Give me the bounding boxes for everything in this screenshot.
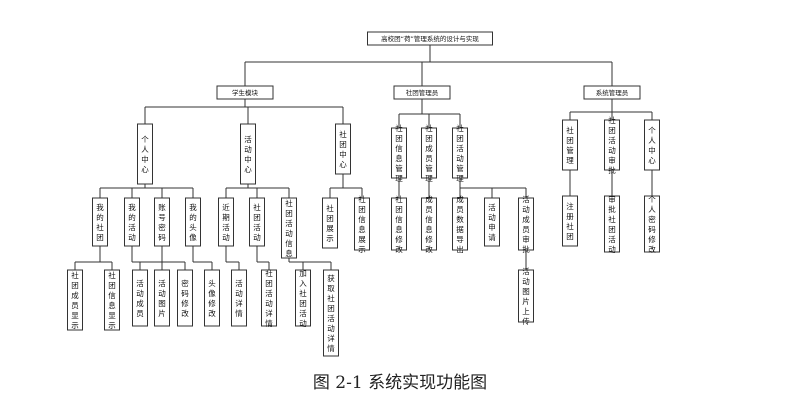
root-node: 高校团“荷”管理系统的设计与实现 [367, 31, 493, 46]
module-student: 学生模块 [216, 85, 274, 100]
item-node-label: 成员信息修改 [425, 194, 433, 254]
item-node: 我的活动 [124, 197, 140, 247]
group-node: 社团活动管理 [452, 123, 468, 183]
leaf-node-label: 头像修改 [208, 278, 216, 318]
leaf-node-label: 社团成员显示 [71, 270, 79, 330]
item-node: 我的头像 [185, 197, 201, 247]
leaf-node: 活动图片上传 [518, 266, 534, 326]
item-node: 社团信息修改 [391, 194, 407, 254]
group-node: 社团活动审批 [604, 115, 620, 175]
group-personal-center-label: 个人中心 [141, 135, 149, 174]
leaf-node-label: 加入社团活动 [299, 268, 307, 328]
item-node-label: 账号密码 [158, 203, 166, 242]
item-node-label: 成员数据导出 [456, 194, 464, 254]
leaf-node-label: 活动图片 [158, 278, 166, 318]
item-node: 社团展示 [322, 197, 338, 249]
module-student-label: 学生模块 [232, 88, 259, 97]
item-node-label: 活动申请 [488, 202, 496, 242]
figure-caption: 图 2-1 系统实现功能图 [312, 373, 488, 393]
item-node: 我的社团 [92, 197, 108, 247]
item-node: 近期活动 [218, 197, 234, 247]
module-club-admin-label: 社团管理员 [406, 88, 439, 97]
group-node: 社团管理 [562, 119, 578, 171]
leaf-node: 加入社团活动 [295, 268, 311, 328]
leaf-node: 社团信息显示 [104, 269, 120, 331]
leaf-node-label: 活动成员 [136, 278, 144, 318]
leaf-node-label: 活动详情 [235, 278, 243, 318]
leaf-node-label: 社团信息显示 [108, 270, 116, 330]
group-club-center-label: 社团中心 [339, 129, 347, 169]
item-node-label: 近期活动 [222, 202, 230, 242]
leaf-node: 社团成员显示 [67, 269, 83, 331]
item-node: 活动成员审批 [518, 194, 534, 254]
group-node: 社团成员管理 [421, 123, 437, 183]
item-node: 成员数据导出 [452, 194, 468, 254]
leaf-node: 头像修改 [204, 269, 220, 327]
item-node-label: 我的头像 [189, 202, 197, 242]
leaf-node: 密码修改 [177, 269, 193, 327]
leaf-node-label: 活动图片上传 [522, 266, 530, 326]
group-club-center: 社团中心 [335, 123, 351, 175]
leaf-node: 社团活动详情 [261, 268, 277, 328]
leaf-node: 活动详情 [231, 269, 247, 327]
module-system-admin: 系统管理员 [583, 85, 641, 100]
module-system-admin-label: 系统管理员 [596, 88, 629, 97]
item-node-label: 社团展示 [326, 203, 334, 243]
item-node-label: 审批社团活动 [608, 194, 616, 254]
leaf-node-label: 密码修改 [181, 278, 189, 318]
item-node: 社团活动 [249, 197, 265, 247]
root-node-label: 高校团“荷”管理系统的设计与实现 [381, 34, 479, 43]
item-node-label: 活动成员审批 [522, 194, 530, 254]
group-node-label: 社团管理 [566, 125, 574, 165]
group-node: 社团信息管理 [391, 123, 407, 183]
group-node-label: 个人中心 [648, 126, 656, 165]
item-node-label: 个人密码修改 [648, 195, 656, 254]
item-node-label: 社团信息展示 [358, 194, 366, 254]
item-node-label: 我的社团 [96, 202, 104, 242]
leaf-node-label: 社团活动详情 [265, 268, 273, 328]
item-node: 个人密码修改 [644, 195, 660, 254]
item-node-label: 社团活动信息 [285, 198, 293, 258]
item-node: 社团活动信息 [281, 197, 297, 259]
item-node: 社团信息展示 [354, 194, 370, 254]
item-node: 账号密码 [154, 197, 170, 247]
item-node: 注册社团 [562, 195, 578, 247]
leaf-node: 活动成员 [132, 269, 148, 327]
leaf-node-label: 获取社团活动详情 [327, 273, 335, 353]
group-personal-center: 个人中心 [137, 123, 153, 185]
group-node: 个人中心 [644, 119, 660, 171]
item-node: 成员信息修改 [421, 194, 437, 254]
item-node-label: 注册社团 [566, 201, 574, 241]
leaf-node: 获取社团活动详情 [323, 269, 339, 357]
group-activity-center: 活动中心 [240, 123, 256, 185]
item-node: 审批社团活动 [604, 194, 620, 254]
item-node-label: 我的活动 [128, 202, 136, 242]
item-node-label: 社团信息修改 [395, 194, 403, 254]
module-club-admin: 社团管理员 [393, 85, 451, 100]
item-node: 活动申请 [484, 197, 500, 247]
item-node-label: 社团活动 [253, 202, 261, 242]
group-activity-center-label: 活动中心 [244, 134, 252, 174]
leaf-node: 活动图片 [154, 269, 170, 327]
